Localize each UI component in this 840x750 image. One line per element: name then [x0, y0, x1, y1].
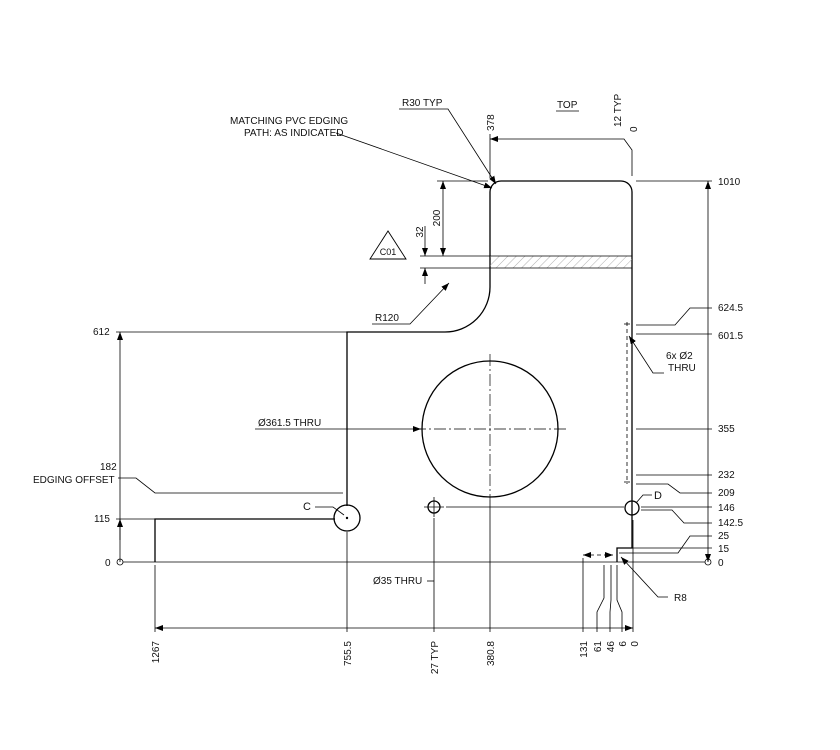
hole-d: [624, 500, 640, 516]
dim-182-leader: [118, 477, 343, 494]
section-marker-triangle: [369, 230, 407, 260]
large-hole-note: Ø361.5 THRU: [258, 418, 321, 429]
dim-25-extension: [619, 535, 712, 554]
dim-6-extension: [616, 565, 623, 632]
point-d-label: D: [654, 490, 662, 502]
notes: R30 TYP MATCHING PVC EDGING PATH: AS IND…: [230, 98, 696, 604]
dim-right-624-5: 624.5: [718, 303, 743, 314]
left-dimensions: 612 182 EDGING OFFSET 115 0: [33, 327, 347, 569]
dim-right-25: 25: [718, 531, 730, 542]
section-marker-label: C01: [380, 247, 397, 257]
dim-378-label: 378: [486, 114, 497, 131]
hatch-fill: [490, 256, 632, 268]
hole-c: [333, 504, 361, 532]
dim-bottom-27-typ: 27 TYP: [430, 641, 441, 674]
dim-612-label: 612: [93, 327, 110, 338]
r30-typ-leader: [399, 108, 497, 185]
r120-leader: [372, 282, 450, 325]
dim-left-zero-label: 0: [105, 558, 111, 569]
hatched-section: [420, 255, 632, 269]
dim-12-typ-label: 12 TYP: [613, 94, 624, 127]
dim-right-146: 146: [718, 503, 735, 514]
dim-top-zero-label: 0: [629, 126, 640, 132]
dim-bottom-1267: 1267: [151, 641, 162, 664]
r120-note: R120: [375, 313, 399, 324]
right-dimensions: 1010 624.5 601.5 355 232 209 146 142.5 2…: [617, 177, 743, 569]
dim-right-232: 232: [718, 470, 735, 481]
r8-note: R8: [674, 593, 687, 604]
dim-right-0: 0: [718, 558, 724, 569]
dim-200-label: 200: [432, 209, 443, 226]
point-c-label: C: [303, 501, 311, 513]
dim-624-5-extension: [636, 307, 712, 326]
dim-right-601-5: 601.5: [718, 331, 743, 342]
dim-bottom-61: 61: [593, 641, 604, 653]
edging-path-right: [624, 322, 630, 484]
dim-12-typ-jog: [612, 138, 633, 176]
large-hole: [414, 354, 568, 500]
dim-bottom-46: 46: [606, 641, 617, 653]
dim-115-label: 115: [94, 514, 110, 525]
edging-path-note-line2: PATH: AS INDICATED: [244, 128, 343, 139]
point-c-leader: [315, 506, 345, 516]
edging-offset-note: EDGING OFFSET: [33, 475, 115, 486]
edging-path-leader: [335, 132, 493, 189]
dim-142-5-extension: [641, 509, 712, 524]
dim-bottom-131: 131: [579, 641, 590, 658]
view-label: TOP: [557, 100, 578, 111]
pin-holes-note-line1: 6x Ø2: [666, 351, 693, 362]
dim-32-label: 32: [415, 226, 426, 238]
dim-46-extension: [609, 565, 612, 632]
edging-path-note-line1: MATCHING PVC EDGING: [230, 116, 348, 127]
dim-61-extension: [596, 565, 605, 632]
bottom-dimensions: 1267 755.5 27 TYP 380.8 131 61 46 6 0: [151, 500, 641, 674]
dim-182-label: 182: [100, 462, 117, 473]
point-d-leader: [635, 494, 652, 504]
r30-typ-note: R30 TYP: [402, 98, 443, 109]
small-hole-note: Ø35 THRU: [373, 576, 422, 587]
dim-bottom-380-8: 380.8: [486, 641, 497, 666]
dim-right-355: 355: [718, 424, 735, 435]
top-dimensions: 378 12 TYP 0 TOP: [486, 94, 640, 178]
hole-c-center: [345, 516, 349, 520]
inner-dimensions: 200 32 C01: [369, 180, 488, 284]
dim-right-1010: 1010: [718, 177, 741, 188]
dim-right-209: 209: [718, 488, 735, 499]
dim-bottom-6: 6: [618, 641, 629, 647]
dim-bottom-755-5: 755.5: [343, 641, 354, 666]
pin-holes-note-line2: THRU: [668, 363, 696, 374]
dim-right-142-5: 142.5: [718, 518, 743, 529]
dim-209-extension: [636, 483, 712, 494]
hole-d-circle: [624, 500, 640, 516]
pin-holes-leader: [628, 335, 664, 374]
dim-bottom-0: 0: [630, 641, 641, 647]
hole-c-circle: [333, 504, 361, 532]
small-hole: [424, 497, 624, 517]
part-outline: [116, 180, 712, 566]
upper-profile: [346, 180, 633, 562]
dim-right-15: 15: [718, 544, 730, 555]
